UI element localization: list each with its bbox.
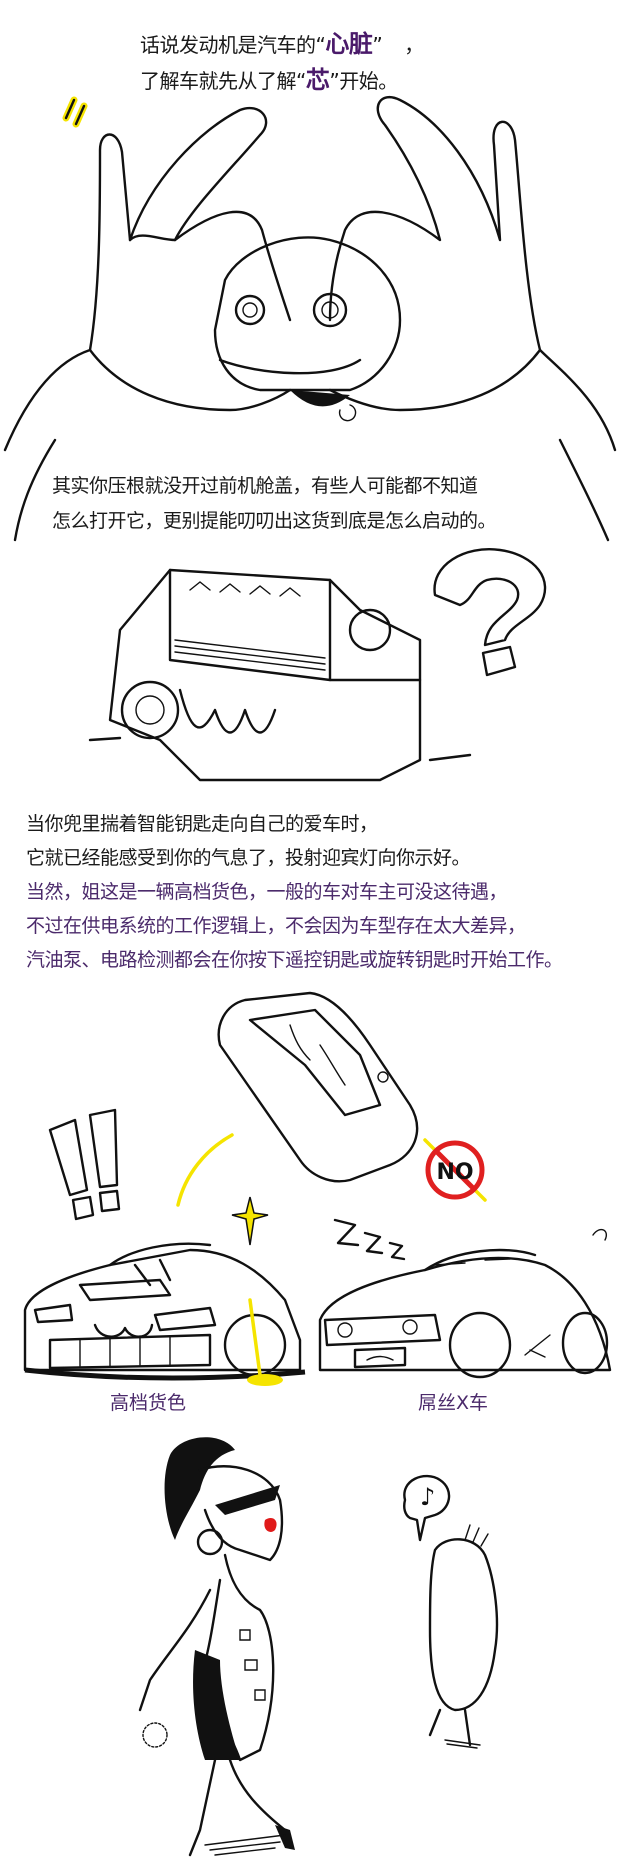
quote-mark: ” [329,69,340,93]
intro-text: 了解车就先从了解 [140,69,297,93]
key-text-line-2: 它就已经能感受到你的气息了，投射迎宾灯向你示好。 [26,847,471,869]
cheap-car-illustration [318,1228,612,1379]
sparkle-icon [231,1196,269,1246]
highlight-core: 芯 [305,66,330,94]
no-sign-icon: NO [423,1138,487,1202]
bubble-curves [13,438,610,542]
intro-text: 话说发动机是汽车的 [140,33,316,57]
engine-illustration [88,568,472,782]
key-fob-illustration [217,991,419,1183]
svg-text:NO: NO [436,1160,473,1185]
yellow-signal-arc [176,1133,234,1207]
heart-hands-car-illustration [3,95,617,452]
woman-figure-illustration [138,1437,295,1857]
highlight-heart: 心脏 [325,30,373,58]
comma: ， [404,33,424,57]
hood-text-line-2: 怎么打开它，更别提能叨叨出这货到底是怎么启动的。 [52,510,497,532]
hood-text-line-1: 其实你压根就没开过前机舱盖，有些人可能都不知道 [52,475,478,497]
exclamation-marks-icon [48,1108,121,1221]
key-text-line-3: 当然，姐这是一辆高档货色，一般的车对车主可没这待遇， [26,881,508,903]
key-text-line-1: 当你兜里揣着智能钥匙走向自己的爱车时， [26,813,378,835]
caption-luxury-car: 高档货色 [110,1392,187,1414]
question-mark-icon [433,548,547,677]
quote-mark: “ [315,33,326,57]
quote-mark: ” [372,33,383,57]
quote-mark: “ [296,69,306,93]
caption-cheap-car: 屌丝X车 [418,1392,489,1414]
man-figure-illustration: ♪ [403,1474,499,1749]
intro-line-1: 话说发动机是汽车的“心脏” ， [140,28,424,62]
sparkle-mark-icon [62,96,88,128]
intro-line-2: 了解车就先从了解“芯”开始。 [140,64,398,98]
key-text-line-4: 不过在供电系统的工作逻辑上，不会因为车型存在太大差异， [26,915,526,937]
zzz-icon [333,1218,406,1261]
svg-text:♪: ♪ [420,1483,435,1511]
key-text-line-5: 汽油泵、电路检测都会在你按下遥控钥匙或旋转钥匙时开始工作。 [26,949,563,971]
yellow-light-beam [247,1298,283,1386]
intro-text: 开始。 [339,69,398,93]
